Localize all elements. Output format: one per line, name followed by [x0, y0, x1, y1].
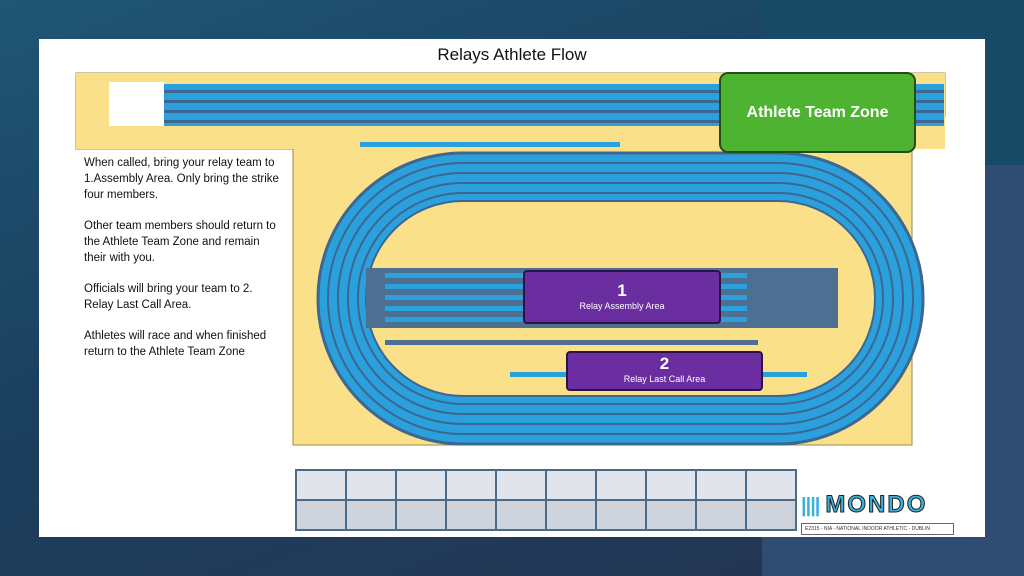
- track-marker: [360, 142, 620, 147]
- mondo-logo: ||||MONDO: [801, 491, 928, 519]
- area-label: Relay Last Call Area: [623, 374, 706, 384]
- area-number: 2: [659, 354, 670, 373]
- relay-assembly-area: 1 Relay Assembly Area: [523, 270, 721, 324]
- relay-last-call-area: 2 Relay Last Call Area: [566, 351, 763, 391]
- logo-caption: E2315 - NIA - NATIONAL INDOOR ATHLETIC -…: [801, 523, 954, 535]
- athlete-team-zone: Athlete Team Zone: [719, 72, 916, 153]
- slide: Relays Athlete Flow: [39, 39, 985, 537]
- instruction-1: When called, bring your relay team to 1.…: [84, 157, 279, 201]
- legend-table: [295, 469, 797, 531]
- slide-title: Relays Athlete Flow: [437, 45, 587, 64]
- area-label: Relay Assembly Area: [579, 301, 665, 311]
- area-number: 1: [617, 281, 627, 300]
- instruction-2: Other team members should return to the …: [84, 220, 276, 264]
- instruction-4: Athletes will race and when finished ret…: [84, 330, 267, 358]
- instruction-3: Officials will bring your team to 2. Rel…: [84, 283, 253, 311]
- straight-line: [385, 340, 758, 345]
- instructions: When called, bring your relay team to 1.…: [84, 155, 284, 375]
- white-block: [109, 82, 164, 126]
